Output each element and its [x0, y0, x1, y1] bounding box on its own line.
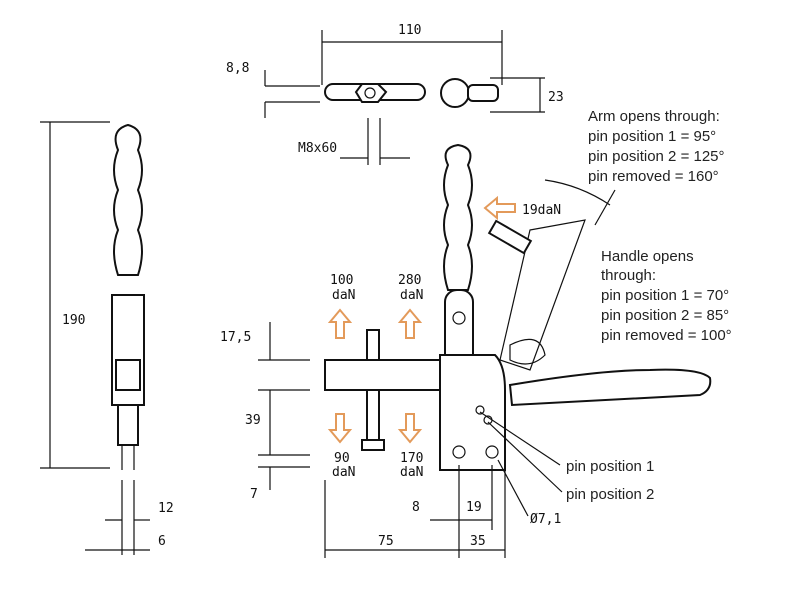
force-arrow-down-left	[327, 413, 353, 444]
dim-19: 19	[466, 500, 482, 515]
arm-note-pin2: pin position 2 = 125°	[588, 148, 725, 165]
arm-note-pin1: pin position 1 = 95°	[588, 128, 716, 145]
force-arrow-up-left	[327, 308, 353, 339]
dim-75: 75	[378, 534, 394, 549]
handle-note-title-2: through:	[601, 267, 656, 284]
dim-6: 6	[158, 534, 166, 549]
force-up-left-unit: daN	[332, 288, 355, 303]
force-up-right-unit: daN	[400, 288, 423, 303]
label-pin-position-1: pin position 1	[566, 458, 654, 475]
force-arrow-up-right	[397, 308, 423, 339]
force-arrow-down-right	[397, 413, 423, 444]
dim-12: 12	[158, 501, 174, 516]
dim-m8x60: M8x60	[298, 141, 337, 156]
arm-note-removed: pin removed = 160°	[588, 168, 719, 185]
handle-note-removed: pin removed = 100°	[601, 327, 732, 344]
dim-39: 39	[245, 413, 261, 428]
dim-17-5: 17,5	[220, 330, 251, 345]
force-down-right-unit: daN	[400, 465, 423, 480]
handle-note-title: Handle opens	[601, 248, 694, 265]
dim-8-8: 8,8	[226, 61, 249, 76]
top-view: 110 8,8 23 M8x60	[226, 23, 564, 165]
dim-110: 110	[398, 23, 421, 38]
dim-35: 35	[470, 534, 486, 549]
dim-23: 23	[548, 90, 564, 105]
force-handle: 19daN	[522, 203, 561, 218]
dim-8: 8	[412, 500, 420, 515]
dim-190: 190	[62, 313, 85, 328]
force-down-left-unit: daN	[332, 465, 355, 480]
force-down-left-value: 90	[334, 451, 350, 466]
force-arrow-handle	[483, 195, 516, 221]
force-down-right-value: 170	[400, 451, 423, 466]
force-up-left-value: 100	[330, 273, 353, 288]
front-view: 19daN 100 daN 280 daN 90 daN 170 daN 17,…	[220, 143, 712, 558]
dim-7: 7	[250, 487, 258, 502]
handle-note-pin2: pin position 2 = 85°	[601, 307, 729, 324]
force-up-right-value: 280	[398, 273, 421, 288]
dim-hole: Ø7,1	[530, 512, 561, 527]
handle-note-pin1: pin position 1 = 70°	[601, 287, 729, 304]
label-pin-position-2: pin position 2	[566, 486, 654, 503]
handle-opening-note: Handle opens through: pin position 1 = 7…	[601, 248, 732, 344]
side-view: 190 12 6	[40, 121, 174, 555]
arm-opening-note: Arm opens through: pin position 1 = 95° …	[588, 108, 725, 185]
arm-note-title: Arm opens through:	[588, 108, 720, 125]
